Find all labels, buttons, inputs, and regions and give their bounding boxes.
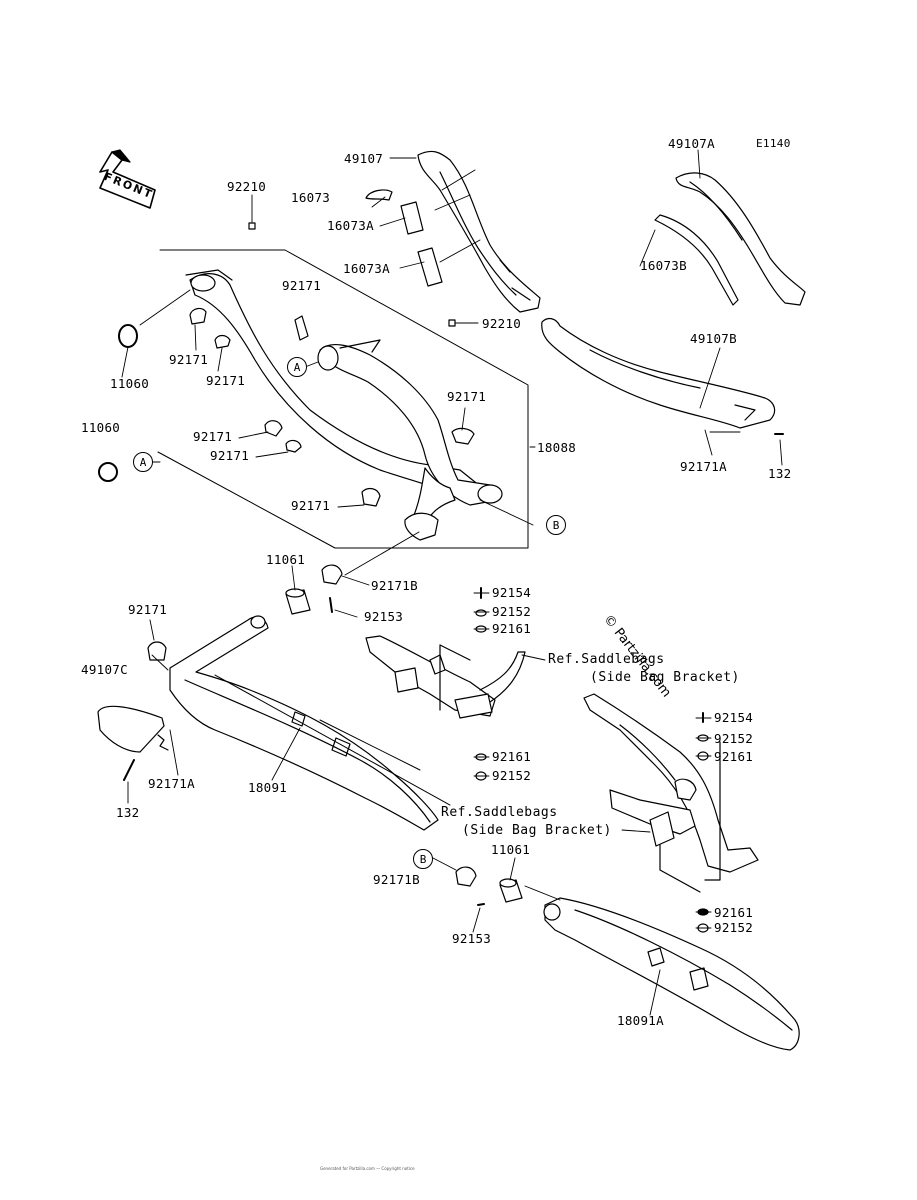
diagram-code: E1140 xyxy=(756,137,791,150)
part-label-16073a-1: 16073A xyxy=(327,218,374,233)
part-label-11060-2: 11060 xyxy=(81,420,121,435)
muffler-18091 xyxy=(169,615,439,831)
part-label-92154-1: 92154 xyxy=(492,585,532,600)
part-label-92171-8: 92171 xyxy=(128,602,168,617)
muffler-outline-18091 xyxy=(214,674,451,806)
part-label-18088: 18088 xyxy=(537,440,577,455)
footer-copyright: Generated for Partzilla.com — Copyright … xyxy=(320,1166,415,1171)
part-label-92210-1: 92210 xyxy=(227,179,267,194)
callout-a-upper: A xyxy=(287,357,307,377)
assembly-outline-18088 xyxy=(157,249,529,549)
part-label-92210-2: 92210 xyxy=(482,316,522,331)
part-label-92153-2: 92153 xyxy=(452,931,492,946)
part-label-92171b-1: 92171B xyxy=(371,578,418,593)
part-label-92171-3: 92171 xyxy=(206,373,246,388)
part-label-92171-1: 92171 xyxy=(282,278,322,293)
part-label-49107b: 49107B xyxy=(690,331,737,346)
clamp-92171b xyxy=(321,564,477,887)
part-label-132-2: 132 xyxy=(116,805,140,820)
part-label-92153-1: 92153 xyxy=(364,609,404,624)
bolt-92153 xyxy=(329,597,485,906)
part-label-92161-3: 92161 xyxy=(714,749,754,764)
part-label-92171-4: 92171 xyxy=(447,389,487,404)
shield-pad-16073 xyxy=(365,189,393,201)
shield-pad-16073a-lower xyxy=(417,247,443,287)
ref-saddlebags-2-sub: (Side Bag Bracket) xyxy=(462,823,612,838)
saddlebag-bracket-upper xyxy=(365,635,526,719)
part-label-18091a: 18091A xyxy=(617,1013,664,1028)
shield-pad-16073b xyxy=(654,214,739,306)
part-label-18091: 18091 xyxy=(248,780,288,795)
part-label-92152-3: 92152 xyxy=(714,731,754,746)
part-label-16073b: 16073B xyxy=(640,258,687,273)
part-label-92154-2: 92154 xyxy=(714,710,754,725)
part-label-92171a-1: 92171A xyxy=(680,459,727,474)
part-label-11060-1: 11060 xyxy=(110,376,150,391)
part-label-92152-4: 92152 xyxy=(714,920,754,935)
part-label-49107a: 49107A xyxy=(668,136,715,151)
ref-saddlebags-1-title: Ref.Saddlebags xyxy=(548,652,665,667)
part-label-11061-2: 11061 xyxy=(491,842,531,857)
part-label-92152-1: 92152 xyxy=(492,604,532,619)
muffler-18091a xyxy=(543,897,800,1051)
part-label-92161-1: 92161 xyxy=(492,621,532,636)
ref-saddlebags-1-sub: (Side Bag Bracket) xyxy=(590,670,740,685)
callout-a-lower: A xyxy=(133,452,153,472)
callout-b-upper: B xyxy=(546,515,566,535)
part-label-92171a-2: 92171A xyxy=(148,776,195,791)
part-label-92161-4: 92161 xyxy=(714,905,754,920)
heat-shield-49107 xyxy=(417,150,541,313)
part-label-132-1: 132 xyxy=(768,466,792,481)
part-label-11061-1: 11061 xyxy=(266,552,306,567)
part-label-92171-6: 92171 xyxy=(210,448,250,463)
heat-shield-49107b xyxy=(541,317,776,429)
front-arrow-icon xyxy=(99,149,156,209)
part-label-16073: 16073 xyxy=(291,190,331,205)
part-label-92171-5: 92171 xyxy=(193,429,233,444)
leader-lines xyxy=(121,149,783,1016)
gasket-11060 xyxy=(98,324,138,482)
part-label-49107: 49107 xyxy=(344,151,384,166)
shield-pad-16073a-upper xyxy=(400,201,424,235)
part-label-92171b-2: 92171B xyxy=(373,872,420,887)
part-label-92171-2: 92171 xyxy=(169,352,209,367)
saddlebag-bracket-lower xyxy=(583,693,759,893)
end-cap-49107c xyxy=(97,705,169,753)
part-label-16073a-2: 16073A xyxy=(343,261,390,276)
part-label-92161-2: 92161 xyxy=(492,749,532,764)
clamp-icon xyxy=(147,307,475,661)
ref-saddlebags-2-title: Ref.Saddlebags xyxy=(441,805,558,820)
bolt-132 xyxy=(123,433,784,781)
part-label-49107c: 49107C xyxy=(81,662,128,677)
y-pipe-junction xyxy=(404,467,503,541)
heat-shield-49107a xyxy=(675,172,806,306)
part-label-92152-2: 92152 xyxy=(492,768,532,783)
adapter-11061 xyxy=(285,588,523,903)
part-label-92171-7: 92171 xyxy=(291,498,331,513)
callout-b-lower: B xyxy=(413,849,433,869)
